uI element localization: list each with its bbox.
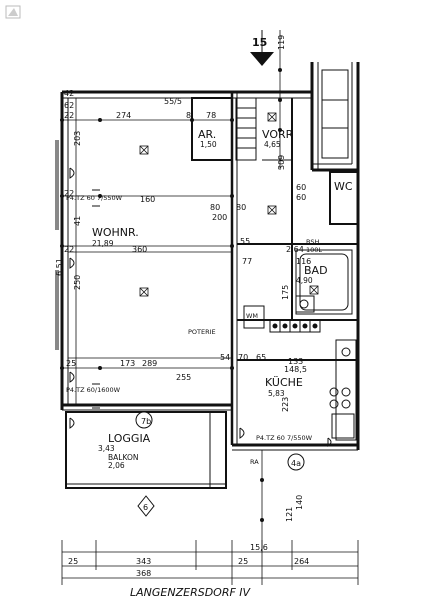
dim-651: 6,51 (55, 258, 64, 276)
dim-264b: 2,64 (286, 245, 304, 254)
dim-200: 200 (212, 213, 227, 222)
marker-6-diamond (137, 495, 155, 517)
dim-8: 8 (186, 111, 191, 120)
dim-62: 62 (64, 101, 74, 110)
dim-148: 148,5 (284, 365, 307, 374)
dim-65: 65 (256, 353, 266, 362)
marker-6-label: 6 (143, 503, 148, 512)
walls (60, 62, 360, 489)
light-icon (267, 205, 277, 215)
dim-22a: 22 (64, 111, 74, 120)
bath-fixtures (295, 249, 353, 315)
wall-label-55-5: 55/5 (164, 97, 182, 106)
light-icon (139, 287, 149, 297)
wm-label: WM (246, 312, 258, 320)
dim-116: 116 (296, 257, 311, 266)
bsh-capacity: 100L (306, 246, 322, 254)
heater-label-1: P4.TZ 60 7/550W (66, 194, 123, 202)
room-kuche-area: 5,83 (268, 389, 285, 398)
light-icon (267, 112, 277, 122)
poterie-label: POTERIE (188, 328, 216, 336)
room-wc-name: WC (334, 180, 353, 193)
dim-343: 343 (136, 557, 151, 566)
ra-label: RA (250, 458, 259, 466)
room-ar-name: AR. (198, 128, 216, 141)
dim-223: 223 (281, 397, 290, 412)
dim-60b: 60 (296, 193, 306, 202)
room-loggia-area: 3,43 (98, 444, 115, 453)
stair-number: 15 (252, 36, 267, 49)
light-icon (139, 145, 149, 155)
room-ar-area: 1,50 (200, 140, 217, 149)
stair-hatch (235, 97, 257, 161)
marker-4a-label: 4a (291, 459, 301, 468)
dim-255: 255 (176, 373, 191, 382)
room-balkon-area: 2,06 (108, 461, 125, 470)
dim-160: 160 (140, 195, 155, 204)
dim-60a: 60 (296, 183, 306, 192)
marker-7b-label: 7b (141, 417, 151, 426)
dim-80b: 80 (236, 203, 246, 212)
dim-140: 140 (295, 495, 304, 510)
dim-22c: 22 (64, 245, 74, 254)
kitchen-units (329, 339, 357, 441)
room-wohn-area: 21,89 (92, 239, 114, 248)
dim-203: 203 (73, 131, 82, 146)
dim-121: 121 (285, 507, 294, 522)
radiators (92, 189, 100, 409)
section-markers (135, 411, 305, 517)
heater-label-2: P4.TZ 60/1600W (66, 386, 121, 394)
dim-250: 250 (73, 275, 82, 290)
dim-368: 368 (136, 569, 151, 578)
dim-70: 70 (238, 353, 248, 362)
dim-41: 41 (73, 216, 82, 226)
left-windows (55, 140, 59, 350)
dimension-lines (61, 30, 359, 585)
dim-264: 264 (294, 557, 309, 566)
room-vorr-area: 4,65 (264, 140, 281, 149)
dim-25a: 25 (68, 557, 78, 566)
marker-4a-circle (287, 453, 305, 471)
bsh-label: BSH (306, 238, 319, 246)
tick-dots (60, 68, 282, 522)
room-bad-name: BAD (304, 264, 328, 277)
ceiling-lights (139, 112, 319, 297)
dim-25b: 25 (238, 557, 248, 566)
room-balkon-name: BALKON (108, 453, 138, 462)
dim-360: 360 (132, 245, 147, 254)
dim-289: 289 (142, 359, 157, 368)
stair-marker: 15 (250, 30, 274, 66)
heater-label-3: P4.TZ 60 7/550W (256, 434, 313, 442)
room-vorr-name: VORR (262, 128, 294, 141)
dim-77: 77 (242, 257, 252, 266)
room-loggia-name: LOGGIA (108, 432, 151, 445)
room-wohn-name: WOHNR. (92, 226, 139, 239)
dim-156: 15,6 (250, 543, 268, 552)
dim-42: 42 (64, 89, 74, 98)
dim-22b: 22 (64, 189, 74, 198)
dim-25c: 25 (66, 359, 76, 368)
outlets (69, 167, 332, 447)
marker-7b-circle (135, 411, 153, 429)
stair-arrow-icon (250, 52, 274, 66)
dim-133: 133 (288, 357, 303, 366)
light-icon (309, 285, 319, 295)
dim-54: 54 (220, 353, 230, 362)
room-kuche-name: KÜCHE (265, 376, 303, 389)
plan-title: LANGENZERSDORF IV (130, 586, 252, 599)
dim-274: 274 (116, 111, 131, 120)
logo-icon (5, 5, 21, 19)
dim-55: 55 (240, 237, 250, 246)
dim-173: 173 (120, 359, 135, 368)
dim-78: 78 (206, 111, 216, 120)
room-bad-area: 4,90 (296, 276, 313, 285)
dim-175: 175 (281, 285, 290, 300)
dim-309: 309 (277, 155, 286, 170)
dim-119: 119 (277, 35, 286, 50)
radiator-row (243, 305, 321, 333)
dim-80a: 80 (210, 203, 220, 212)
